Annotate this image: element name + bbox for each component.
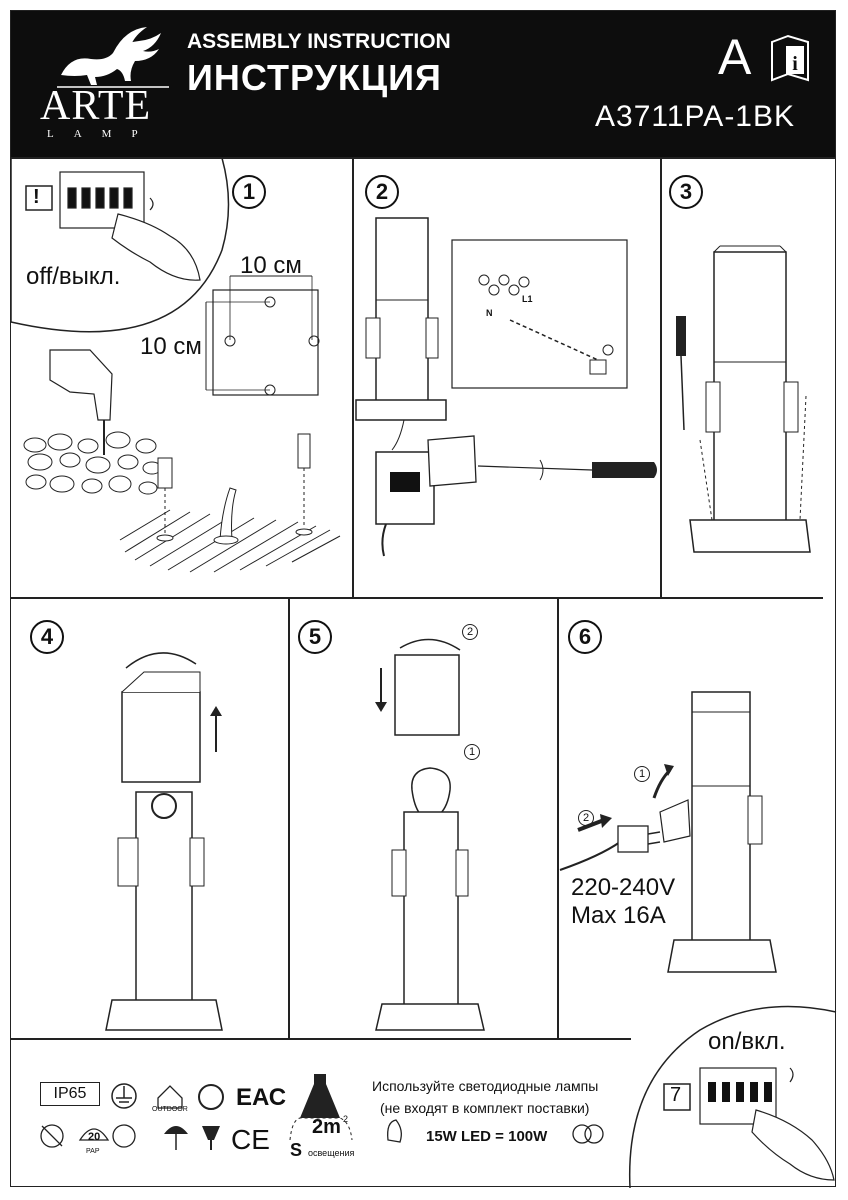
svg-text:i: i xyxy=(792,53,798,75)
header-bar: ARTE LAMP ASSEMBLY INSTRUCTION ИНСТРУКЦИ… xyxy=(11,11,835,157)
outdoor-label: OUTDOOR xyxy=(152,1106,188,1113)
divider xyxy=(11,157,835,159)
light-area-caption: освещения xyxy=(308,1148,355,1158)
title-russian: ИНСТРУКЦИЯ xyxy=(187,57,442,98)
divider xyxy=(660,157,662,597)
eac-mark: ЕАС xyxy=(236,1084,287,1111)
class-letter: A xyxy=(718,29,752,85)
led-recommendation: Используйте светодиодные лампы xyxy=(372,1078,599,1094)
recycling-number: 20 xyxy=(88,1131,101,1143)
step-3-badge: 3 xyxy=(669,175,703,209)
led-note: (не входят в комплект поставки) xyxy=(380,1100,590,1116)
divider xyxy=(11,597,823,599)
dimension-vertical: 10 см xyxy=(140,333,202,360)
model-number: A3711PA-1BK xyxy=(595,100,796,133)
recycling-label: PAP xyxy=(86,1148,100,1155)
title-english: ASSEMBLY INSTRUCTION xyxy=(187,30,451,53)
divider xyxy=(557,597,559,1038)
line-label: L1 xyxy=(522,294,533,304)
dimension-horizontal: 10 см xyxy=(240,252,302,279)
ip-rating-badge: IP65 xyxy=(40,1082,100,1106)
step-6-badge: 6 xyxy=(568,620,602,654)
light-area-value: 2m xyxy=(312,1116,341,1138)
off-label: off/выкл. xyxy=(26,263,121,290)
warning-mark: ! xyxy=(33,186,40,208)
led-equivalence: 15W LED = 100W xyxy=(426,1128,548,1145)
light-area-superscript: 2 xyxy=(343,1114,349,1124)
order-marker: 1 xyxy=(464,744,480,760)
divider xyxy=(11,1038,631,1040)
on-label: on/вкл. xyxy=(708,1028,786,1055)
order-marker: 1 xyxy=(634,766,650,782)
step-4-badge: 4 xyxy=(30,620,64,654)
order-marker: 2 xyxy=(462,624,478,640)
step-1-badge: 1 xyxy=(232,175,266,209)
ce-mark: CE xyxy=(231,1124,270,1155)
light-area-symbol: S xyxy=(290,1140,303,1160)
brand-name: ARTE xyxy=(40,83,152,129)
instruction-sheet xyxy=(10,10,836,1187)
neutral-label: N xyxy=(486,308,493,318)
step-5-badge: 5 xyxy=(298,620,332,654)
divider xyxy=(288,597,290,1038)
divider xyxy=(352,157,354,597)
max-current-label: Max 16A xyxy=(571,902,666,929)
step-2-badge: 2 xyxy=(365,175,399,209)
info-book-icon: i xyxy=(771,34,809,82)
brand-subname: LAMP xyxy=(47,128,158,140)
step-7-number: 7 xyxy=(670,1084,682,1106)
griffin-logo-icon xyxy=(57,27,169,88)
voltage-label: 220-240V xyxy=(571,874,676,901)
order-marker: 2 xyxy=(578,810,594,826)
